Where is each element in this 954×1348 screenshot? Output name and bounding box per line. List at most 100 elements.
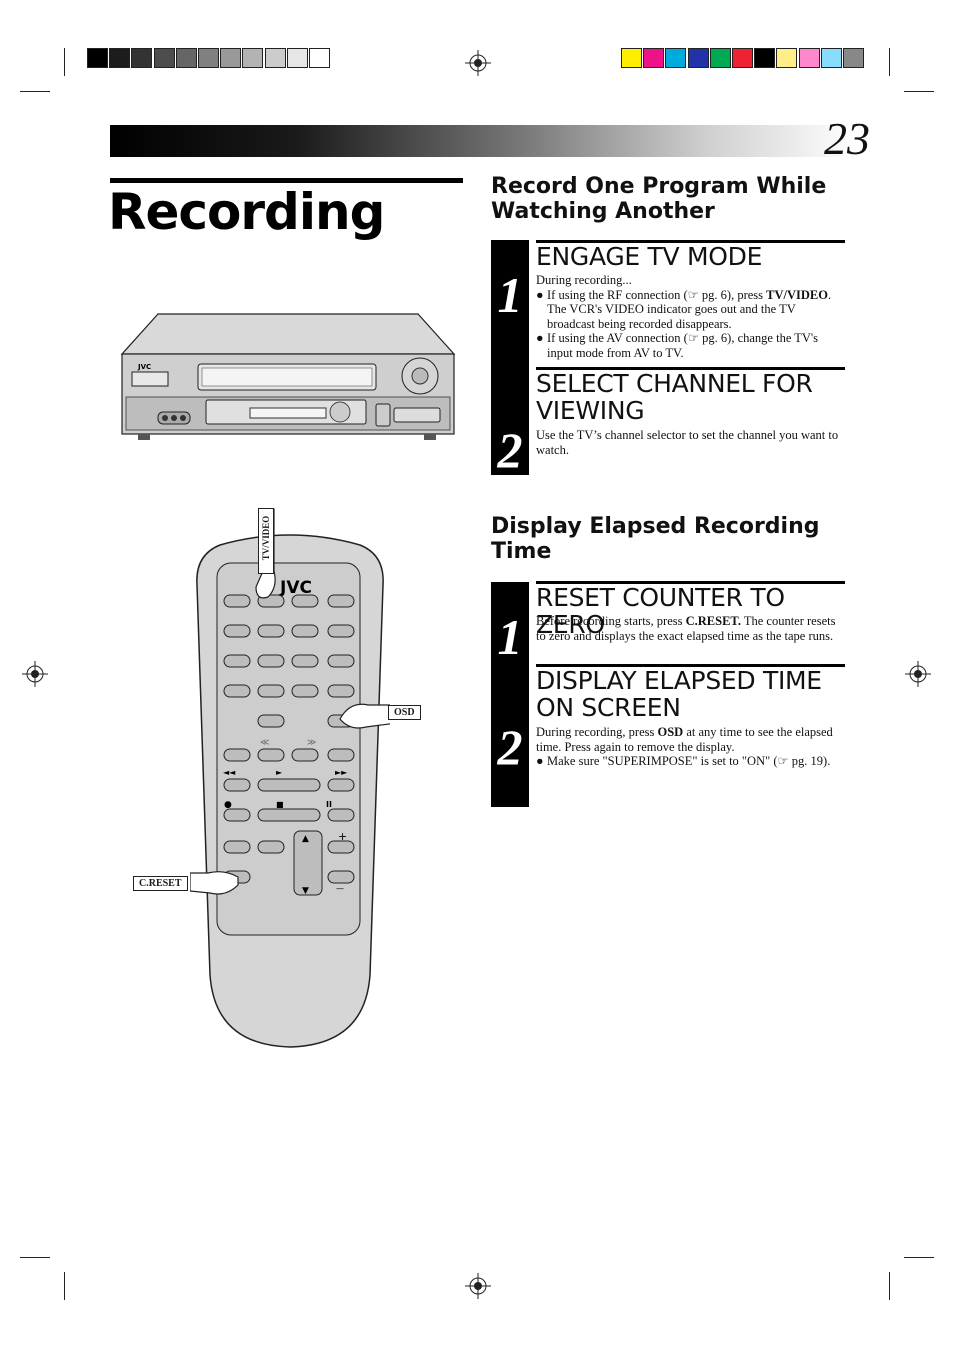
calibration-swatch [220,48,242,68]
remote-key [257,748,285,762]
calibration-swatch [820,48,842,68]
remote-key [223,594,251,608]
vcr-brand-label: JVC [137,363,151,371]
osd-callout: OSD [388,705,421,720]
calibration-swatch [798,48,820,68]
body-text: During recording, press [536,725,658,739]
remote-key [327,840,355,854]
bullet-text: Make sure "SUPERIMPOSE" is set to "ON" (… [547,754,831,769]
step-body-select-channel: Use the TV’s channel selector to set the… [536,428,839,457]
header-gradient-band [110,125,855,157]
page-title: Recording [108,183,385,241]
step-rule [536,367,845,370]
remote-key [257,684,285,698]
calibration-swatch [131,48,153,68]
remote-key [257,714,285,728]
step-number: 1 [497,267,523,323]
remote-key [257,624,285,638]
remote-key [257,840,285,854]
page-number: 23 [824,113,870,164]
calibration-swatch [175,48,197,68]
calibration-swatch [843,48,864,68]
crop-mark [889,48,890,76]
pointing-hand-icon [190,871,239,895]
calibration-swatch [665,48,687,68]
remote-key [327,654,355,668]
bullet-item: ●If using the AV connection (☞ pg. 6), c… [536,331,819,360]
remote-brand-label: JVC [279,578,312,598]
pause-icon: II [326,800,332,809]
rewind-icon: ◄◄ [223,768,236,777]
crop-mark [889,1272,890,1300]
calibration-swatch [242,48,264,68]
remote-key [291,654,319,668]
remote-key [327,624,355,638]
tv-video-callout: TV/VIDEO [258,508,274,574]
calibration-swatch [709,48,731,68]
crop-mark [64,1272,65,1300]
crop-mark [64,48,65,76]
skip-forward-icon: ≫ [307,738,316,748]
remote-key [223,808,251,822]
c-reset-callout: C.RESET [133,876,188,891]
volume-down-icon: — [336,884,344,893]
skip-back-icon: ≪ [260,738,269,748]
registration-target-icon [465,1273,491,1299]
remote-key [223,840,251,854]
play-icon: ► [276,768,283,777]
title-rule [110,178,463,183]
remote-key [257,654,285,668]
step-bar [491,582,529,807]
remote-key-grid [223,594,355,896]
remote-control-illustration: JVC ◄◄ ► ►► ● ■ II ≪ ≫ ▲ ▼ + — [190,508,390,1048]
vcr-illustration: JVC [120,313,456,440]
calibration-swatch [643,48,665,68]
step-heading-engage-tv-mode: ENGAGE TV MODE [536,242,763,271]
section-heading-record-one: Record One Program While Watching Anothe… [491,174,827,224]
bullet-text: If using the RF connection (☞ pg. 6), pr… [547,287,832,331]
remote-key [223,684,251,698]
calibration-swatch [198,48,219,68]
crop-mark [904,91,934,92]
step-heading-display-elapsed: DISPLAY ELAPSED TIME ON SCREEN [536,666,822,722]
calibration-swatch [264,48,286,68]
volume-up-icon: + [338,830,347,843]
crop-mark [20,1257,50,1258]
registration-target-icon [905,661,931,687]
section-heading-display-elapsed: Display Elapsed Recording Time [491,514,820,564]
remote-key [223,778,251,792]
step-number: 2 [497,422,523,478]
remote-key [223,624,251,638]
record-icon: ● [224,800,232,810]
crop-mark [904,1257,934,1258]
remote-key [223,748,251,762]
remote-key [257,808,321,822]
tv-video-callout-label: TV/VIDEO [261,515,271,561]
step-number: 2 [497,719,523,775]
crop-mark [20,91,50,92]
step-rule [536,581,845,584]
step-body-display-elapsed: During recording, press OSD at any time … [536,725,846,769]
remote-key [327,748,355,762]
calibration-swatch [776,48,798,68]
remote-key [327,870,355,884]
step-bar [491,240,529,475]
calibration-swatch [621,48,642,68]
registration-target-icon [465,50,491,76]
remote-key [223,654,251,668]
remote-key [257,778,321,792]
calibration-swatch [109,48,131,68]
calibration-swatch [286,48,308,68]
body-text: Before recording starts, press [536,614,686,628]
calibration-swatch [309,48,330,68]
remote-key [291,594,319,608]
step-body-reset-counter: Before recording starts, press C.RESET. … [536,614,846,643]
body-text: The counter resets to zero and displays … [536,614,836,643]
remote-key [327,808,355,822]
bullet-text: If using the AV connection (☞ pg. 6), ch… [547,331,819,360]
stop-icon: ■ [276,800,284,809]
remote-key [291,624,319,638]
remote-key [327,778,355,792]
remote-key [327,594,355,608]
channel-up-icon: ▲ [302,834,309,844]
